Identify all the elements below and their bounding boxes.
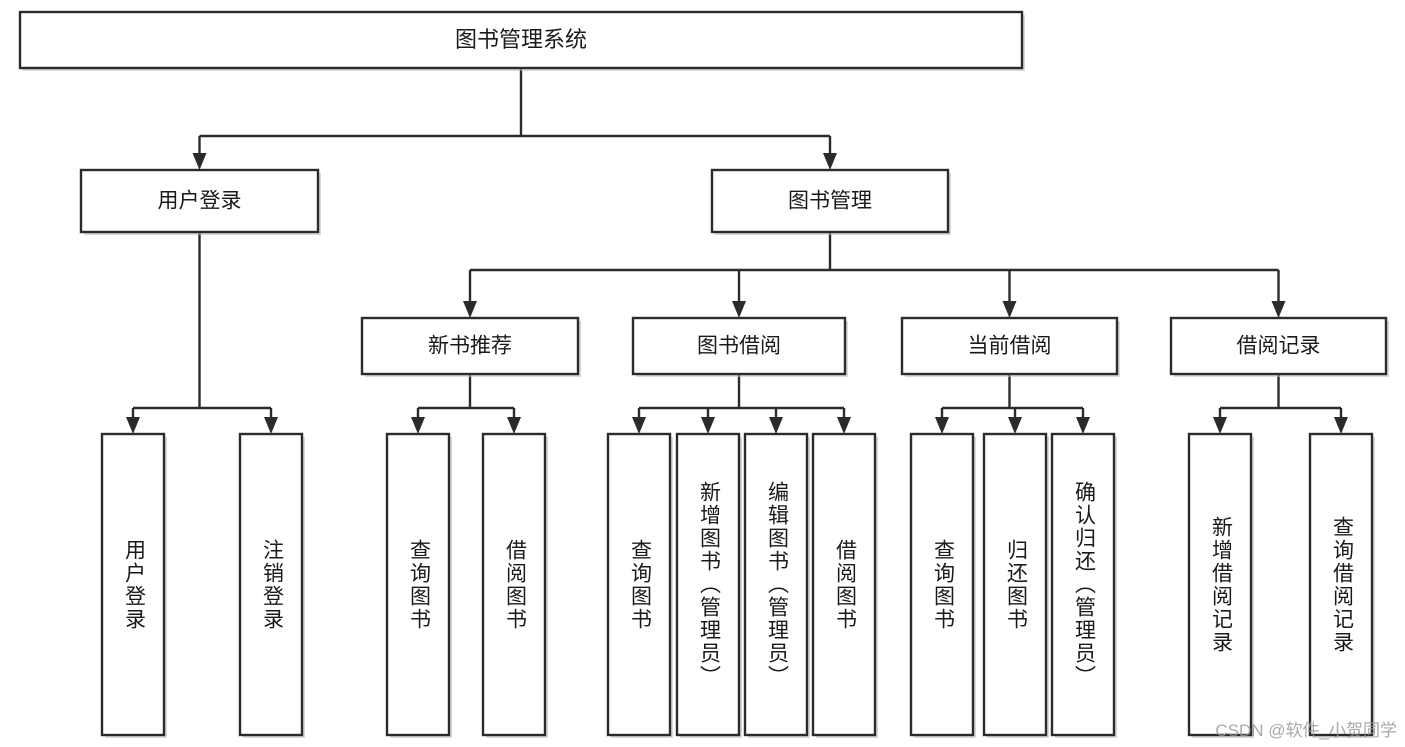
level2-node-label: 用户登录 <box>158 190 242 213</box>
arrow-head-icon <box>935 417 949 434</box>
leaf-node-box[interactable] <box>385 432 451 737</box>
leaf-node-box[interactable] <box>100 432 166 737</box>
leaf-node-box[interactable] <box>1050 432 1116 737</box>
arrow-head-icon <box>1008 417 1022 434</box>
level2-node-box[interactable] <box>710 168 950 234</box>
level3-node-box[interactable] <box>631 316 847 376</box>
level3-node-label: 新书推荐 <box>428 335 512 358</box>
arrow-head-icon <box>1002 301 1017 318</box>
level3-node-box[interactable] <box>1169 316 1388 376</box>
arrow-head-icon <box>192 153 207 170</box>
level2-node-box[interactable] <box>79 168 320 234</box>
leaf-node-box[interactable] <box>743 432 809 737</box>
connector-layer <box>126 68 1348 434</box>
level3-node-label: 借阅记录 <box>1237 335 1321 358</box>
node-box-layer <box>18 10 1389 738</box>
arrow-head-icon <box>732 301 746 318</box>
leaf-node-box[interactable] <box>909 432 975 737</box>
arrow-head-icon <box>507 417 521 434</box>
arrow-head-icon <box>769 417 783 434</box>
arrow-head-icon <box>1271 301 1286 318</box>
arrow-head-icon <box>701 417 715 434</box>
leaf-node-box[interactable] <box>982 432 1048 737</box>
arrow-head-icon <box>823 153 837 170</box>
level2-node-label: 图书管理 <box>788 190 872 213</box>
root-node-box[interactable] <box>18 10 1024 70</box>
arrow-head-icon <box>837 417 851 434</box>
arrow-head-icon <box>1076 417 1090 434</box>
leaf-node-box[interactable] <box>481 432 547 737</box>
arrow-head-icon <box>126 417 140 434</box>
arrow-head-icon <box>1334 417 1348 434</box>
leaf-node-box[interactable] <box>238 432 304 737</box>
level3-node-box[interactable] <box>360 316 580 376</box>
arrow-head-icon <box>463 301 477 318</box>
arrow-head-icon <box>411 417 425 434</box>
leaf-node-box[interactable] <box>606 432 672 737</box>
arrow-head-icon <box>264 417 278 434</box>
arrow-head-icon <box>1213 417 1227 434</box>
leaf-node-box[interactable] <box>1308 432 1374 737</box>
root-node-label: 图书管理系统 <box>455 27 587 52</box>
leaf-node-box[interactable] <box>811 432 877 737</box>
leaf-node-box[interactable] <box>675 432 741 737</box>
level3-node-box[interactable] <box>900 316 1119 376</box>
level3-node-label: 当前借阅 <box>968 335 1052 358</box>
level3-node-label: 图书借阅 <box>697 335 781 358</box>
leaf-node-box[interactable] <box>1187 432 1253 737</box>
arrow-head-icon <box>632 417 646 434</box>
